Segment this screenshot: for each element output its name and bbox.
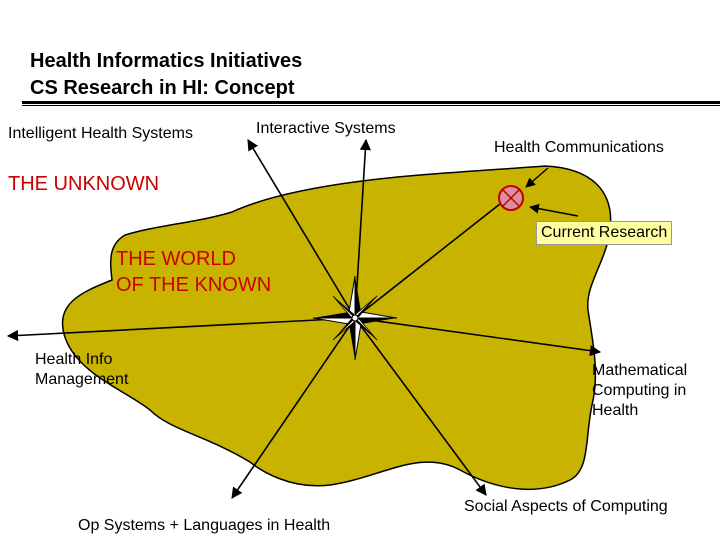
known-world-region xyxy=(61,165,612,490)
label-health-info-management: Health Info Management xyxy=(35,351,129,388)
title-rule-thin xyxy=(22,105,720,106)
spoke-health-info-management xyxy=(6,317,356,342)
current-research-marker xyxy=(498,185,524,211)
region-known-label: THE WORLD OF THE KNOWN xyxy=(116,248,272,296)
compass-rose-icon xyxy=(312,275,398,361)
spoke-mathematical-computing xyxy=(354,317,602,357)
arrow-health-communications-to-marker xyxy=(525,167,549,188)
spoke-op-systems-languages xyxy=(231,317,356,499)
title-line-2: CS Research in HI: Concept xyxy=(30,77,295,99)
spoke-intelligent-health-systems xyxy=(247,139,356,319)
title-block: Health Informatics Initiatives CS Resear… xyxy=(30,48,302,102)
label-intelligent-health-systems: Intelligent Health Systems xyxy=(8,125,193,142)
title-rule xyxy=(22,101,720,104)
label-health-communications: Health Communications xyxy=(494,139,664,156)
label-interactive-systems: Interactive Systems xyxy=(256,120,396,137)
label-op-systems-languages: Op Systems + Languages in Health xyxy=(78,517,331,534)
label-mathematical-computing: Mathematical Computing in Health xyxy=(592,362,688,419)
label-social-aspects: Social Aspects of Computing xyxy=(464,498,668,515)
title-line-1: Health Informatics Initiatives xyxy=(30,50,303,72)
spoke-social-aspects xyxy=(354,317,487,496)
current-research-callout: Current Research xyxy=(536,221,673,245)
region-unknown-label: THE UNKNOWN xyxy=(8,173,160,195)
arrow-callout-to-marker xyxy=(529,203,579,217)
spoke-health-communications xyxy=(354,199,506,319)
